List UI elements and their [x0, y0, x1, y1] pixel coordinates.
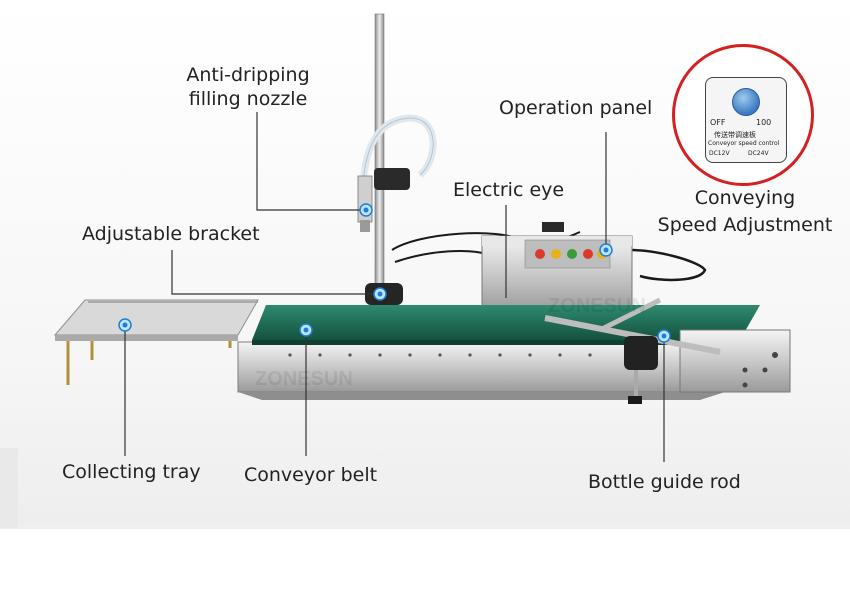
- label-adjustable-bracket: Adjustable bracket: [82, 223, 260, 245]
- knob-max-label: 100: [756, 118, 772, 127]
- label-collecting-tray: Collecting tray: [62, 461, 201, 483]
- voltage-option-12v: DC12V: [709, 150, 730, 157]
- callout-lines: [124, 112, 665, 462]
- knob-off-label: OFF: [710, 118, 726, 127]
- label-conveying-line2: Speed Adjustment: [657, 214, 833, 236]
- label-electric-eye: Electric eye: [453, 179, 565, 201]
- speed-control-panel: OFF 100 传送带调速板 Conveyor speed control DC…: [705, 77, 787, 163]
- label-conveyor-belt: Conveyor belt: [244, 464, 378, 486]
- filling-tube: [358, 114, 437, 211]
- frame-holes: [288, 353, 592, 357]
- panel-button-2[interactable]: [551, 249, 561, 259]
- power-cable: [629, 248, 707, 282]
- nozzle-clamp: [374, 168, 410, 190]
- left-edge-band: [0, 448, 18, 528]
- speed-control-inset: OFF 100 传送带调速板 Conveyor speed control DC…: [672, 44, 814, 186]
- label-conveying-line1: Conveying: [694, 187, 796, 209]
- inset-title-en: Conveyor speed control: [708, 140, 780, 147]
- panel-button-1[interactable]: [535, 249, 545, 259]
- vertical-pole: [374, 13, 385, 310]
- callout-dots: [118, 203, 671, 343]
- watermark: ZONESUN: [548, 295, 646, 317]
- inset-title-cn: 传送带调速板: [714, 131, 756, 139]
- label-anti-dripping-line1: Anti-dripping: [186, 64, 310, 86]
- label-anti-dripping-nozzle: Anti-dripping filling nozzle: [168, 63, 328, 111]
- label-conveying-speed: Conveying Speed Adjustment: [650, 186, 840, 237]
- speed-knob[interactable]: [732, 88, 760, 116]
- label-bottle-guide-rod: Bottle guide rod: [588, 471, 741, 493]
- guide-rod-horizontal: [544, 315, 721, 355]
- electric-eye-sensor: [542, 222, 564, 232]
- bottom-band: [0, 528, 850, 594]
- voltage-option-24v: DC24V: [748, 150, 769, 157]
- watermark-2: ZONESUN: [255, 368, 353, 390]
- motor-housing: [679, 329, 791, 393]
- panel-button-3[interactable]: [567, 249, 577, 259]
- label-operation-panel: Operation panel: [499, 97, 653, 119]
- label-anti-dripping-line2: filling nozzle: [188, 88, 308, 110]
- panel-button-4[interactable]: [583, 249, 593, 259]
- guide-rod-clamp: [624, 336, 658, 370]
- collecting-tray: [53, 299, 259, 336]
